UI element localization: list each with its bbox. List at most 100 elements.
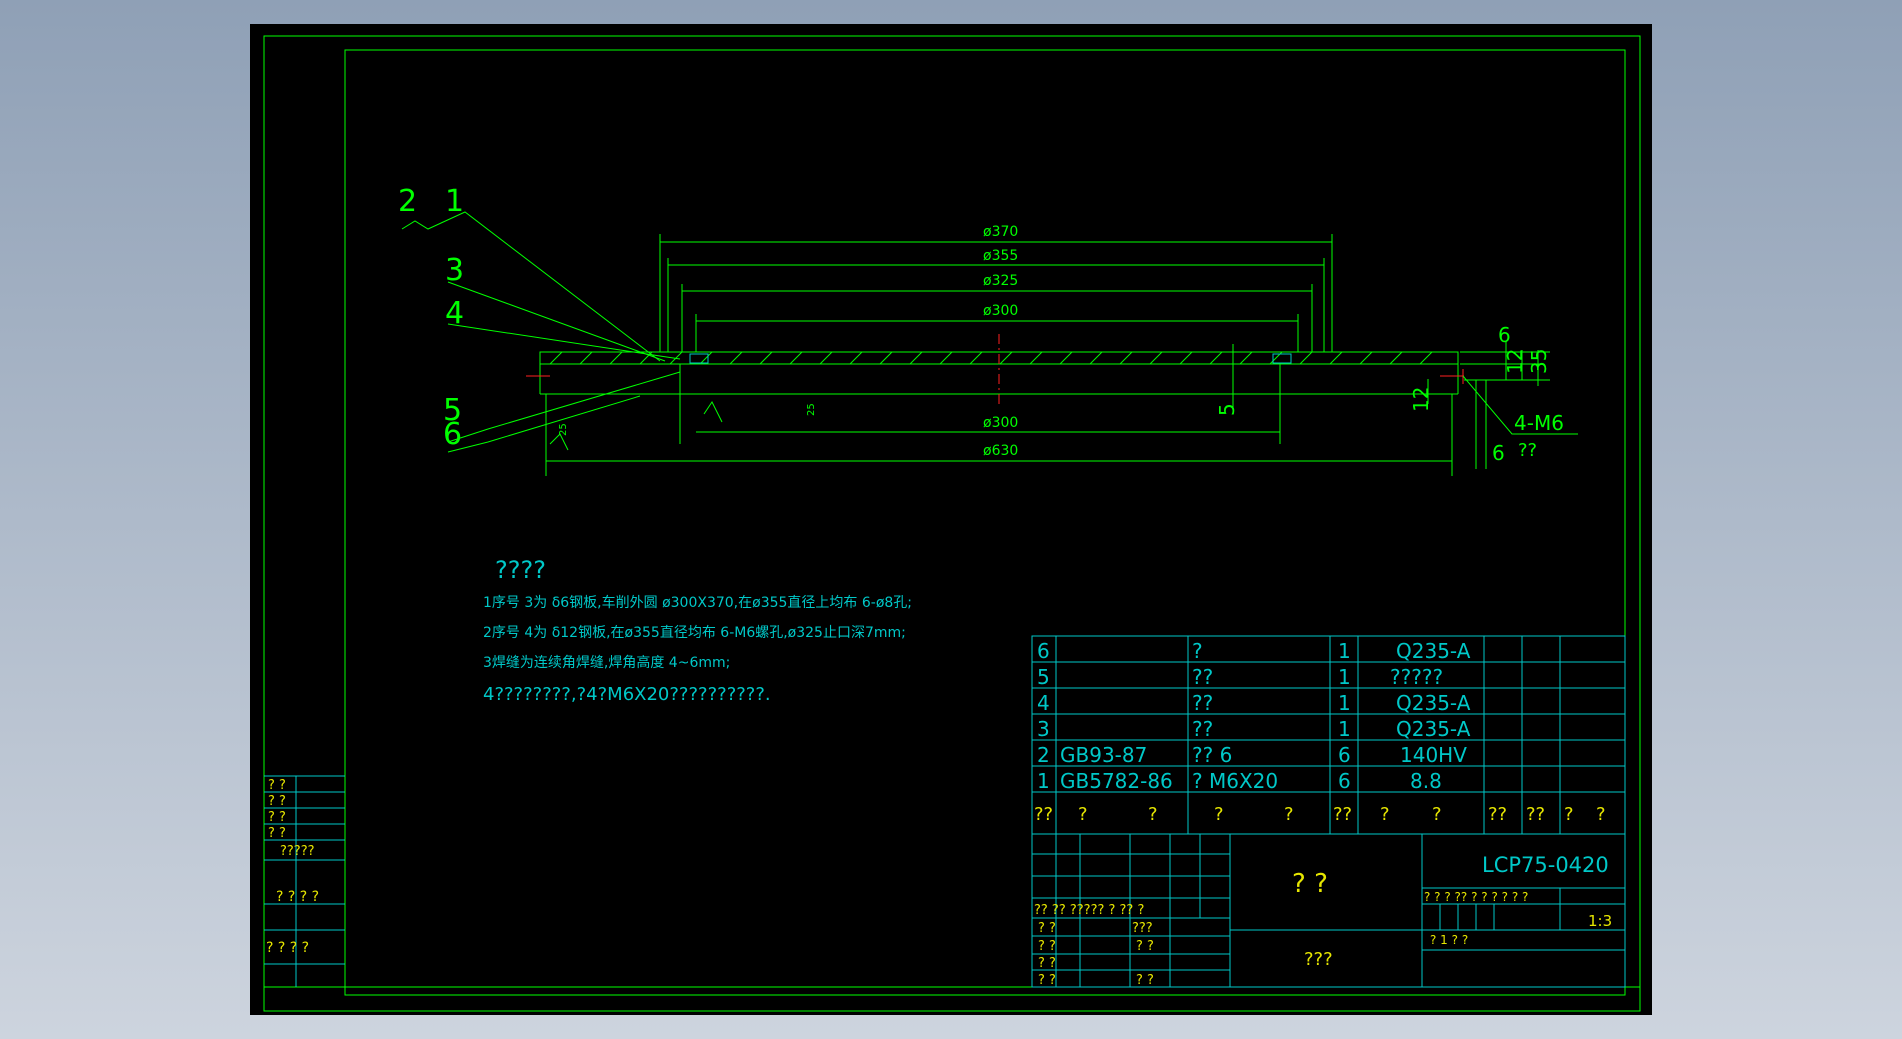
bom-header-10: ?? — [1526, 804, 1545, 825]
dim-v6-bottom: 6 — [1492, 441, 1505, 465]
roughness-a: 25 — [806, 403, 817, 416]
thread-callout: 4-M6 — [1514, 411, 1564, 435]
cad-viewport[interactable]: ? ? ? ? ? ? ? ? ????? ? ? ? ? ? ? ? ? — [250, 24, 1652, 1015]
bom-row2-code: GB93-87 — [1060, 743, 1147, 767]
bom-header-3: ? — [1148, 804, 1158, 825]
sign-row-3-a: ? ? — [1038, 956, 1056, 971]
side-stamp-7: ? ? ? ? — [266, 940, 309, 956]
balloon-3: 3 — [445, 253, 464, 288]
bom-row1-qty: 6 — [1338, 769, 1351, 793]
bom-row6-no: 6 — [1037, 639, 1050, 663]
notes-title: ???? — [495, 556, 546, 584]
bom-row4-no: 4 — [1037, 691, 1050, 715]
bom-row1-name: ? M6X20 — [1192, 769, 1278, 793]
side-stamp-5: ????? — [280, 844, 315, 859]
balloon-5: 5 — [443, 393, 462, 428]
part-balloons: 2 1 3 4 5 6 4-M6 ?? — [398, 184, 1578, 461]
bom-header-4: ? — [1214, 804, 1224, 825]
bom-header-2: ? — [1078, 804, 1088, 825]
bom-header-7: ? — [1380, 804, 1390, 825]
stage-labels: ? ? ? ?? ? ? ? ? ? ? — [1424, 890, 1528, 904]
bom-header-6: ?? — [1333, 804, 1352, 825]
side-stamp-6: ? ? ? ? — [276, 889, 319, 905]
bom-header-12: ? — [1596, 804, 1606, 825]
bom-row1-code: GB5782-86 — [1060, 769, 1173, 793]
dimensions: ø370 ø355 ø325 ø300 ø300 ø630 6 12 35 12… — [546, 224, 1551, 469]
balloon-1: 1 — [445, 184, 464, 219]
side-stamp-4: ? ? — [268, 826, 286, 841]
inner-frame — [344, 49, 1626, 996]
bom-row5-no: 5 — [1037, 665, 1050, 689]
bom-row1-material: 8.8 — [1410, 769, 1442, 793]
dim-v12-right: 12 — [1409, 387, 1433, 412]
bom-header-5: ? — [1284, 804, 1294, 825]
row-labels: ?? ?? ????? ? ?? ? — [1034, 903, 1144, 918]
bom-row6-qty: 1 — [1338, 639, 1351, 663]
side-stamp-1: ? ? — [268, 778, 286, 793]
balloon-6: 6 — [443, 417, 462, 452]
drawing-number: LCP75-0420 — [1482, 853, 1609, 877]
bom-header-8: ? — [1432, 804, 1442, 825]
bom-header-1: ?? — [1034, 804, 1053, 825]
bom-row2-material: 140HV — [1400, 743, 1467, 767]
bom-header-9: ?? — [1488, 804, 1507, 825]
bom-row4-qty: 1 — [1338, 691, 1351, 715]
note-line-2: 2序号 4为 δ12钢板,在ø355直径均布 6-M6螺孔,ø325止口深7mm… — [483, 624, 906, 641]
sign-row-2-b: ? ? — [1136, 939, 1154, 954]
bom-row2-no: 2 — [1037, 743, 1050, 767]
bom-row3-material: Q235-A — [1396, 717, 1471, 741]
dim-630: ø630 — [983, 443, 1018, 459]
thread-note: ?? — [1518, 440, 1537, 461]
bom-header-11: ? — [1564, 804, 1574, 825]
section-view — [526, 334, 1464, 476]
side-stamp-block: ? ? ? ? ? ? ? ? ????? ? ? ? ? ? ? ? ? — [264, 775, 345, 987]
bom-row6-name: ? — [1192, 639, 1203, 663]
balloon-4: 4 — [445, 296, 464, 331]
bolt-right — [1272, 353, 1292, 364]
title-block: ?? ?? ????? ? ?? ? ? ? ??? ? ? ? ? ? ? ?… — [1031, 833, 1626, 988]
dim-325: ø325 — [983, 273, 1018, 289]
dim-355: ø355 — [983, 248, 1018, 264]
sign-row-4-a: ? ? — [1038, 973, 1056, 988]
bom-row5-name: ?? — [1192, 665, 1213, 689]
note-line-4: 4????????,?4?M6X20??????????. — [483, 684, 771, 705]
bolt-left — [689, 353, 709, 364]
dim-v5: 5 — [1215, 403, 1239, 416]
dim-v35: 35 — [1527, 349, 1551, 374]
dim-v6-top: 6 — [1498, 323, 1511, 347]
roughness-b: 25 — [558, 423, 569, 436]
note-line-1: 1序号 3为 δ6钢板,车削外圆 ø300X370,在ø355直径上均布 6-ø… — [483, 594, 912, 611]
bom-table: 6 ? 1 Q235-A 5 ?? 1 ????? 4 ?? 1 Q235-A … — [1031, 635, 1626, 835]
bom-row2-name: ?? 6 — [1192, 743, 1232, 767]
scale-value: 1:3 — [1588, 912, 1612, 930]
sign-row-2-a: ? ? — [1038, 939, 1056, 954]
bom-row4-material: Q235-A — [1396, 691, 1471, 715]
dim-370: ø370 — [983, 224, 1018, 240]
bom-row1-no: 1 — [1037, 769, 1050, 793]
dim-300-bottom: ø300 — [983, 415, 1018, 431]
dim-300-top: ø300 — [983, 303, 1018, 319]
sheet-labels: ? 1 ? ? — [1430, 933, 1468, 947]
bom-row3-no: 3 — [1037, 717, 1050, 741]
sign-row-1-a: ? ? — [1038, 921, 1056, 936]
side-stamp-2: ? ? — [268, 794, 286, 809]
bom-row3-qty: 1 — [1338, 717, 1351, 741]
balloon-2: 2 — [398, 184, 417, 219]
bom-row5-qty: 1 — [1338, 665, 1351, 689]
hatch-pattern — [549, 351, 1433, 365]
bom-row6-material: Q235-A — [1396, 639, 1471, 663]
part-name: ? ? — [1292, 869, 1328, 899]
side-stamp-3: ? ? — [268, 810, 286, 825]
sign-row-1-b: ??? — [1132, 921, 1153, 936]
dim-v12-top: 12 — [1503, 349, 1527, 374]
technical-drawing: ? ? ? ? ? ? ? ? ????? ? ? ? ? ? ? ? ? — [263, 35, 1641, 1012]
company-name: ??? — [1304, 949, 1333, 970]
technical-notes: ???? 1序号 3为 δ6钢板,车削外圆 ø300X370,在ø355直径上均… — [483, 556, 912, 705]
sign-row-4-b: ? ? — [1136, 973, 1154, 988]
bom-row5-material: ????? — [1390, 665, 1443, 689]
bom-row3-name: ?? — [1192, 717, 1213, 741]
bom-row4-name: ?? — [1192, 691, 1213, 715]
note-line-3: 3焊缝为连续角焊缝,焊角高度 4~6mm; — [483, 654, 730, 671]
outer-frame — [263, 35, 1641, 1012]
bom-row2-qty: 6 — [1338, 743, 1351, 767]
